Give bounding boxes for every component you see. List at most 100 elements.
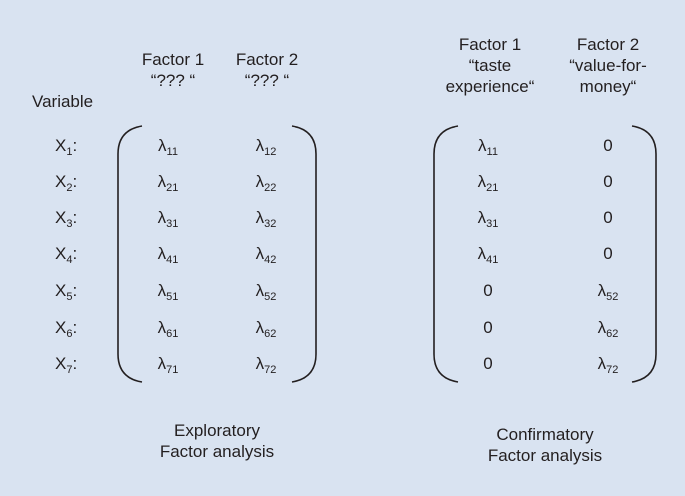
exploratory-loading-cell: λ61 xyxy=(138,318,198,340)
confirmatory-loading-cell: λ62 xyxy=(578,318,638,340)
variable-name: X xyxy=(55,281,67,300)
confirmatory-loading-subscript: 62 xyxy=(606,328,619,340)
variable-row-label: X2: xyxy=(55,172,78,194)
exploratory-loading-subscript: 71 xyxy=(166,364,179,376)
exploratory-loading-symbol: λ xyxy=(157,281,167,300)
exploratory-loading-subscript: 72 xyxy=(264,364,277,376)
exploratory-loading-symbol: λ xyxy=(158,136,167,155)
header-line: “taste xyxy=(468,56,512,75)
exploratory-loading-cell: λ22 xyxy=(236,172,296,194)
header-line: “??? “ xyxy=(244,71,290,90)
exploratory-loading-cell: λ71 xyxy=(138,354,198,376)
exploratory-loading-symbol: λ xyxy=(157,244,167,263)
variable-index: 7 xyxy=(66,364,73,376)
caption-line: Confirmatory xyxy=(496,425,594,444)
exploratory-loading-symbol: λ xyxy=(255,318,265,337)
variable-name: X xyxy=(55,208,67,227)
confirmatory-loading-symbol: 0 xyxy=(603,172,613,191)
confirmatory-factor1-header: Factor 1 “taste experience“ xyxy=(435,34,545,97)
confirmatory-loading-cell: 0 xyxy=(458,318,518,338)
confirmatory-loading-symbol: 0 xyxy=(603,244,613,263)
exploratory-factor2-header: Factor 2 “??? “ xyxy=(222,49,312,91)
confirmatory-loading-symbol: λ xyxy=(477,208,487,227)
exploratory-loading-symbol: λ xyxy=(255,208,265,227)
confirmatory-loading-symbol: 0 xyxy=(603,136,613,155)
confirmatory-left-bracket xyxy=(433,125,459,383)
confirmatory-factor2-header: Factor 2 “value-for- money“ xyxy=(553,34,663,97)
confirmatory-loading-cell: λ21 xyxy=(458,172,518,194)
confirmatory-loading-cell: λ52 xyxy=(578,281,638,303)
exploratory-loading-symbol: λ xyxy=(255,136,265,155)
variable-index: 4 xyxy=(66,254,73,266)
header-line: experience“ xyxy=(445,77,535,96)
exploratory-loading-subscript: 41 xyxy=(166,254,179,266)
exploratory-loading-cell: λ41 xyxy=(138,244,198,266)
variable-index: 3 xyxy=(66,218,73,230)
variable-name: X xyxy=(55,172,67,191)
exploratory-loading-subscript: 51 xyxy=(166,291,179,303)
caption-line: Factor analysis xyxy=(487,446,603,465)
exploratory-loading-subscript: 61 xyxy=(166,328,179,340)
exploratory-loading-subscript: 42 xyxy=(264,254,277,266)
confirmatory-right-bracket xyxy=(631,125,657,383)
variable-colon: : xyxy=(72,172,78,191)
variable-index: 1 xyxy=(66,146,73,158)
exploratory-loading-symbol: λ xyxy=(255,244,265,263)
exploratory-right-bracket xyxy=(291,125,317,383)
confirmatory-loading-cell: 0 xyxy=(458,354,518,374)
confirmatory-loading-symbol: λ xyxy=(478,136,487,155)
exploratory-loading-subscript: 12 xyxy=(264,146,277,158)
exploratory-factor1-header: Factor 1 “??? “ xyxy=(128,49,218,91)
variable-colon: : xyxy=(72,354,78,373)
confirmatory-loading-subscript: 31 xyxy=(486,218,499,230)
caption-line: Exploratory xyxy=(174,421,260,440)
header-line: Factor 1 xyxy=(141,50,205,69)
exploratory-loading-cell: λ31 xyxy=(138,208,198,230)
variable-colon: : xyxy=(72,136,78,155)
exploratory-loading-cell: λ21 xyxy=(138,172,198,194)
variable-row-label: X1: xyxy=(55,136,78,158)
confirmatory-loading-subscript: 41 xyxy=(486,254,499,266)
variable-index: 6 xyxy=(66,328,73,340)
header-line: “??? “ xyxy=(150,71,196,90)
exploratory-loading-subscript: 21 xyxy=(166,182,179,194)
exploratory-loading-subscript: 22 xyxy=(264,182,277,194)
confirmatory-loading-cell: λ41 xyxy=(458,244,518,266)
variable-name: X xyxy=(55,318,67,337)
variable-row-label: X7: xyxy=(55,354,78,376)
variable-row-label: X3: xyxy=(55,208,77,230)
confirmatory-loading-subscript: 21 xyxy=(486,182,499,194)
variable-index: 2 xyxy=(66,182,73,194)
variable-row-label: X6: xyxy=(55,318,78,340)
variable-colon: : xyxy=(72,318,78,337)
exploratory-caption: Exploratory Factor analysis xyxy=(117,420,317,462)
confirmatory-loading-symbol: λ xyxy=(597,281,607,300)
variable-name: X xyxy=(55,136,67,155)
variable-name: X xyxy=(55,354,67,373)
confirmatory-loading-subscript: 52 xyxy=(606,291,619,303)
exploratory-left-bracket xyxy=(117,125,143,383)
variable-label: Variable xyxy=(32,92,94,111)
variable-row-label: X5: xyxy=(55,281,78,303)
confirmatory-loading-symbol: λ xyxy=(597,318,607,337)
header-line: “value-for- xyxy=(569,56,647,75)
exploratory-loading-cell: λ32 xyxy=(236,208,296,230)
confirmatory-caption: Confirmatory Factor analysis xyxy=(445,424,645,466)
confirmatory-loading-symbol: 0 xyxy=(483,318,493,337)
confirmatory-loading-symbol: λ xyxy=(477,172,487,191)
exploratory-loading-subscript: 62 xyxy=(264,328,277,340)
header-line: Factor 2 xyxy=(235,50,299,69)
confirmatory-loading-symbol: 0 xyxy=(483,281,493,300)
confirmatory-loading-symbol: 0 xyxy=(483,354,493,373)
exploratory-loading-symbol: λ xyxy=(157,318,167,337)
confirmatory-loading-symbol: λ xyxy=(477,244,487,263)
exploratory-loading-subscript: 32 xyxy=(264,218,277,230)
caption-line: Factor analysis xyxy=(159,442,275,461)
variable-colon: : xyxy=(72,281,78,300)
exploratory-loading-cell: λ42 xyxy=(236,244,296,266)
exploratory-loading-cell: λ52 xyxy=(236,281,296,303)
exploratory-loading-cell: λ12 xyxy=(236,136,296,158)
exploratory-loading-subscript: 52 xyxy=(264,291,277,303)
exploratory-loading-symbol: λ xyxy=(255,281,265,300)
